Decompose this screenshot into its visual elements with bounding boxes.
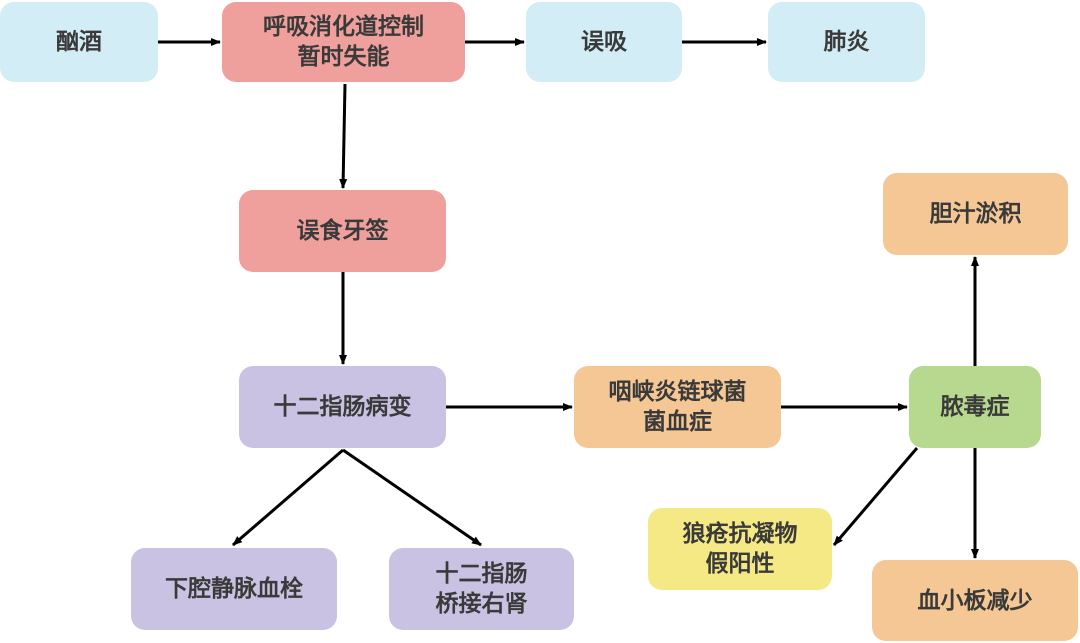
node-alcohol: 酗酒 xyxy=(0,2,158,82)
node-toothpick: 误食牙签 xyxy=(239,190,446,272)
arrow-duodenal-to-ivc xyxy=(232,448,344,547)
node-sepsis: 脓毒症 xyxy=(909,366,1041,448)
node-thrombocytopenia: 血小板减少 xyxy=(872,560,1078,641)
node-strep-bacteremia: 咽峡炎链球菌 菌血症 xyxy=(574,366,781,448)
node-ivc-thrombus: 下腔静脉血栓 xyxy=(131,548,337,630)
node-duodenal-renal-bridge: 十二指肠 桥接右肾 xyxy=(389,548,574,630)
node-pneumonia: 肺炎 xyxy=(768,2,925,82)
node-lupus-anticoagulant: 狼疮抗凝物 假阳性 xyxy=(648,508,832,590)
arrow-airway-to-toothpick xyxy=(339,83,348,189)
node-cholestasis: 胆汁淤积 xyxy=(883,173,1068,255)
node-aspiration: 误吸 xyxy=(526,2,682,82)
node-duodenal-lesion: 十二指肠病变 xyxy=(239,366,446,448)
node-airway-loss: 呼吸消化道控制 暂时失能 xyxy=(222,2,465,82)
arrow-sepsis-to-lupus xyxy=(832,447,919,546)
arrow-duodenal-to-bridge xyxy=(342,448,482,547)
